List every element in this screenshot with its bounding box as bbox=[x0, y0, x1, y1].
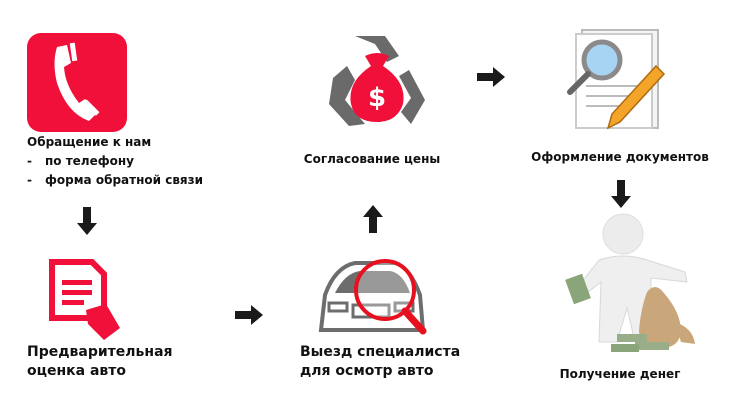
estimate-line1: Предварительная bbox=[27, 344, 173, 360]
payment-step-title: Получение денег bbox=[559, 367, 681, 381]
contact-title: Обращение к нам bbox=[27, 135, 152, 149]
arrow-right-icon bbox=[235, 305, 263, 325]
arrow-down-icon bbox=[77, 207, 97, 235]
bullet: - bbox=[27, 154, 32, 168]
car-magnifier-icon bbox=[315, 255, 445, 349]
bullet: - bbox=[27, 173, 32, 187]
documents-step-title: Оформление документов bbox=[531, 150, 709, 164]
inspection-line2: для осмотр авто bbox=[300, 363, 434, 379]
person-money-icon bbox=[555, 212, 705, 366]
price-step-title: Согласование цены bbox=[303, 152, 441, 166]
arrow-down-icon bbox=[611, 180, 631, 208]
contact-item-form: форма обратной связи bbox=[45, 173, 204, 187]
arrow-right-icon bbox=[477, 67, 505, 87]
inspection-step-text: Выезд специалиста для осмотр авто bbox=[300, 343, 460, 381]
contact-item-phone: по телефону bbox=[45, 154, 134, 168]
inspection-line1: Выезд специалиста bbox=[300, 344, 461, 360]
money-bag-recycle-icon: $ bbox=[325, 26, 429, 140]
estimate-line2: оценка авто bbox=[27, 363, 127, 379]
document-hand-icon bbox=[48, 258, 124, 346]
estimate-step-text: Предварительная оценка авто bbox=[27, 343, 173, 381]
dollar-sign: $ bbox=[368, 83, 386, 113]
phone-icon bbox=[27, 33, 127, 132]
contact-step-text: Обращение к нам -по телефону -форма обра… bbox=[27, 133, 203, 190]
document-magnifier-pencil-icon bbox=[562, 26, 666, 136]
arrow-up-icon bbox=[363, 205, 383, 233]
